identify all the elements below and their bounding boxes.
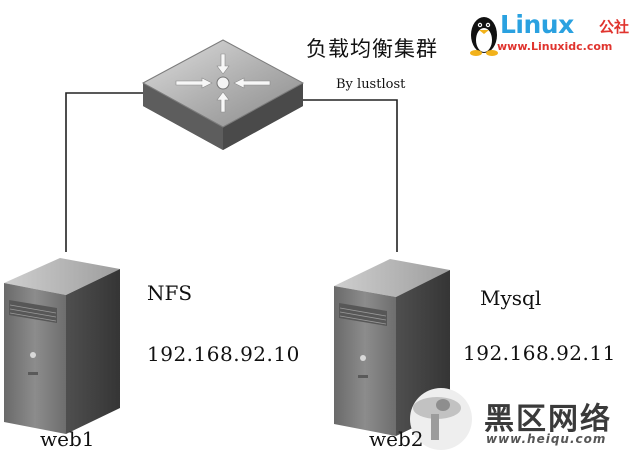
heiqu-watermark-brand: 黑区网络	[484, 402, 612, 437]
web1-name-label: web1	[40, 427, 95, 451]
diagram-title: 负载均衡集群	[306, 37, 438, 61]
linux-watermark-brand: Linux	[500, 10, 574, 39]
linux-watermark-url: www.Linuxidc.com	[497, 40, 613, 53]
heiqu-watermark-url: www.heiqu.com	[486, 432, 607, 446]
link-switch-web1	[65, 92, 146, 252]
server-web1-icon	[4, 258, 120, 434]
web1-service-label: NFS	[147, 281, 193, 305]
diagram-byline: By lustlost	[336, 77, 406, 92]
link-switch-web2	[300, 99, 398, 252]
web2-ip-label: 192.168.92.11	[463, 341, 616, 365]
web1-ip-label: 192.168.92.10	[147, 342, 300, 366]
linux-watermark-suffix: 公社	[599, 18, 630, 36]
heiqu-logo-icon	[410, 388, 472, 450]
web2-service-label: Mysql	[480, 286, 542, 310]
load-balancer-switch-icon	[141, 39, 305, 150]
tux-penguin-icon	[470, 17, 498, 56]
web2-name-label: web2	[369, 427, 424, 451]
